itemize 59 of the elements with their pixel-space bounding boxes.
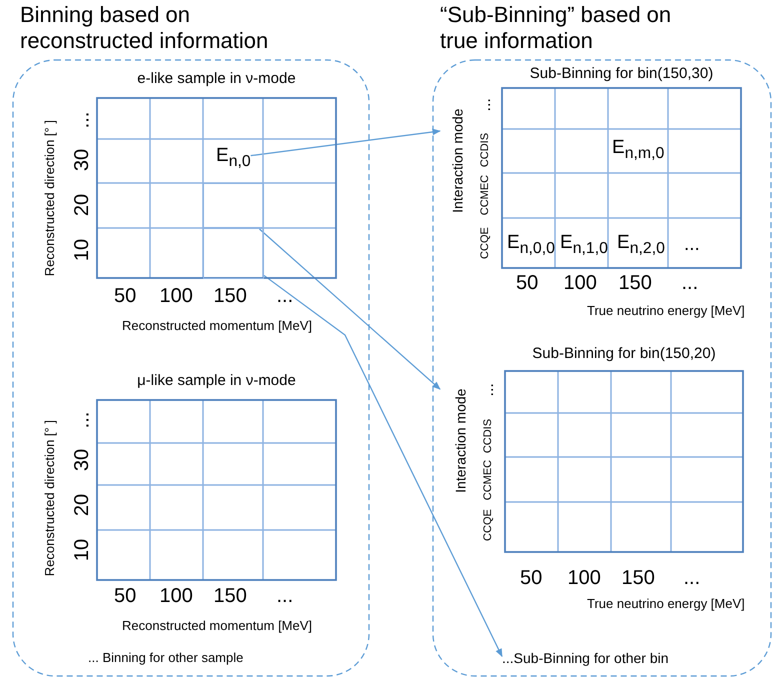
axis-tick-label: 150 [214, 585, 247, 607]
axis-tick-label: 10 [71, 238, 94, 262]
axis-tick-label: ... [682, 272, 698, 294]
axis-tick-label: 100 [564, 272, 597, 294]
axis-tick-label: 10 [71, 538, 94, 562]
cell-value: ... [684, 234, 700, 256]
axis-tick-label: CCMEC [482, 460, 494, 500]
axis-title: Interaction mode [450, 108, 466, 212]
cell-value: E$_{n,0,0}$ [507, 233, 555, 258]
axis-tick-label: CCQE [482, 509, 494, 541]
arrow [264, 274, 503, 658]
axis-title: Interaction mode [453, 388, 469, 492]
axis-tick-label: 30 [71, 448, 94, 472]
grid-title: Sub-Binning for bin(150,20) [531, 345, 717, 362]
axis-title: Reconstructed direction [° ] [42, 420, 58, 576]
axis-tick-label: 50 [114, 285, 136, 307]
axis-tick-label: 50 [520, 567, 542, 589]
axis-tick-label: 150 [618, 272, 652, 294]
grid-title: e-like sample in ν-mode [136, 70, 297, 87]
axis-tick-label: ... [684, 567, 700, 589]
axis-tick-label: ... [479, 383, 497, 396]
arrow [259, 228, 441, 390]
axis-tick-label: 150 [214, 285, 247, 307]
axis-tick-label: 100 [160, 285, 193, 307]
axis-tick-label: 20 [71, 494, 94, 516]
axis-title: True neutrino energy [MeV] [587, 597, 745, 612]
axis-tick-label: ... [70, 412, 93, 428]
axis-tick-label: CCDIS [479, 132, 492, 168]
axis-tick-label: 100 [568, 567, 601, 589]
grid-cell [203, 227, 264, 279]
axis-tick-label: 50 [114, 585, 136, 607]
panel-heading: Binning based on reconstructed information [20, 2, 270, 54]
axis-tick-label: CCQE [478, 227, 491, 259]
axis-title: True neutrino energy [MeV] [587, 304, 745, 318]
axis-tick-label: 20 [71, 194, 94, 216]
axis-tick-label: ... [70, 112, 93, 128]
grid-title: μ-like sample in ν-mode [136, 372, 297, 389]
cell-value: E$_{n,1,0}$ [560, 233, 608, 258]
grid-title: Sub-Binning for bin(150,30) [528, 65, 714, 82]
note-text: ... Binning for other sample [88, 651, 244, 666]
cell-value: E$_{n,2,0}$ [617, 233, 665, 258]
axis-title: Reconstructed momentum [MeV] [122, 619, 312, 634]
axis-tick-label: CCDIS [482, 418, 494, 454]
axis-title: Reconstructed momentum [MeV] [122, 319, 312, 334]
cell-value: E$_{n,0}$ [216, 145, 251, 171]
axis-tick-label: CCMEC [479, 174, 492, 216]
panel-heading: “Sub-Binning” based on true information [440, 2, 672, 54]
axis-tick-label: ... [276, 285, 294, 307]
grid-cell [203, 183, 264, 229]
axis-tick-label: 30 [71, 148, 94, 172]
axis-tick-label: ... [476, 98, 494, 112]
axis-tick-label: 150 [622, 567, 655, 589]
axis-tick-label: 100 [160, 585, 193, 607]
axis-tick-label: 50 [516, 272, 538, 294]
arrow [250, 128, 441, 156]
axis-tick-label: ... [276, 585, 294, 607]
note-text: ...Sub-Binning for other bin [502, 650, 669, 666]
cell-value: E$_{n,m,0}$ [612, 138, 664, 162]
axis-title: Reconstructed direction [° ] [42, 120, 58, 276]
